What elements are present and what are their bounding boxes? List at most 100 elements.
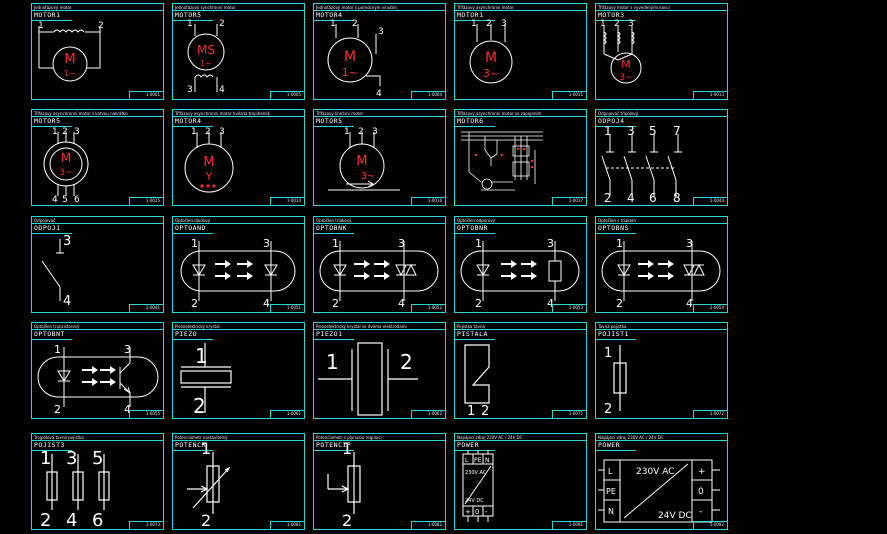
input-voltage-label: 230V AC xyxy=(636,467,674,477)
symbol-cell-16[interactable]: Optočlen tranzistorový OPTOBNT 1 2 3 xyxy=(31,322,164,419)
symbol-cell-7[interactable]: Třífázový asynchronní motor hvězda trojú… xyxy=(172,109,305,206)
terminal-6-label: 6 xyxy=(74,195,80,205)
phase-label: 1~ xyxy=(64,69,76,78)
code-box xyxy=(411,197,445,205)
name-rule xyxy=(455,450,495,451)
disconnector-symbol: 3 4 xyxy=(41,234,71,309)
cell-caption: Třífázový asynchronní motor xyxy=(457,5,514,10)
terminal-1-label: 1 xyxy=(475,237,482,250)
symbol-cell-18[interactable]: Piezoelektrický krystal se dvěma elektro… xyxy=(313,322,446,419)
power-supply-horizontal-symbol: L PE N 230V AC 24V DC + 0 - xyxy=(598,459,720,523)
terminal-1-label: 1 xyxy=(187,19,193,29)
symbol-cell-10[interactable]: Odpojovač třípólový ODPOJ4 1 3 5 7 2 4 6 xyxy=(595,109,728,206)
symbol-cell-21[interactable]: Trojpólová tavná pojistka POJIST3 1 3 5 … xyxy=(31,433,164,531)
symbol-cell-24[interactable]: Napájecí zdroj 230V AC / 24V DC POWER L … xyxy=(454,433,587,530)
cell-name: POTENCIP xyxy=(316,441,352,449)
symbol-cell-19[interactable]: Pojistka tavná PISTALA 1 2 1-0071 xyxy=(454,322,587,419)
motor-m-label: M xyxy=(356,154,367,169)
name-rule xyxy=(596,450,636,451)
cell-name: ODPOJ1 xyxy=(34,224,61,232)
terminal-1-label: 1 xyxy=(54,343,61,356)
symbol-cell-17[interactable]: Piezoelektrický krystal PIEZO 1 2 1-0061 xyxy=(172,322,305,419)
cell-name: MOTOR1 xyxy=(457,11,484,19)
symbol-cell-5[interactable]: Třífázový motor s vyvedenými konci MOTOR… xyxy=(595,3,728,100)
terminal-2-label: 2 xyxy=(191,297,198,310)
optocoupler-transistor-symbol: 1 2 3 4 xyxy=(37,343,159,416)
cell-caption: Jednofázový motor s pomocným vinutím xyxy=(316,5,397,10)
cell-caption: Napájecí zdroj 230V AC / 24V DC xyxy=(457,435,523,440)
motor-m-label: M xyxy=(64,52,75,67)
terminal-3-label: 3 xyxy=(66,448,77,469)
terminal-3-label: 3 xyxy=(63,234,71,249)
cell-name: PIEZO1 xyxy=(316,330,343,338)
symbol-cell-15[interactable]: Optočlen s triakem OPTOBNS 1 2 3 4 1 xyxy=(595,216,728,313)
caption-rule xyxy=(173,223,304,224)
code-box xyxy=(411,410,445,418)
terminal-2-label: 2 xyxy=(604,402,612,417)
cell-name: MOTOR5 xyxy=(175,11,202,19)
cell-name: MOTOR4 xyxy=(316,11,343,19)
terminal-3-label: 3 xyxy=(628,19,634,29)
symbol-cell-13[interactable]: Optočlen triakový OPTOBNK 1 2 3 4 1- xyxy=(313,216,446,313)
symbol-cell-1[interactable]: Jednofázový motor MOTOR1 1 2 M 1~ 1-0001 xyxy=(31,3,164,100)
cell-caption: Jednofázový motor xyxy=(34,5,72,10)
name-rule xyxy=(32,450,72,451)
cell-caption: Třífázový asynchronní motor s kotvou nak… xyxy=(34,111,128,116)
caption-rule xyxy=(314,116,445,117)
terminal-2-label: 2 xyxy=(201,511,211,530)
symbol-cell-22[interactable]: Potenciometr nastavitelný POTENCR 1 2 1-… xyxy=(172,433,305,530)
symbol-cell-20[interactable]: Tavná pojistka POJIST1 1 2 1-0072 xyxy=(595,322,728,419)
symbol-cell-25[interactable]: Napájecí zdroj 230V AC / 24V DC POWER L … xyxy=(595,433,728,530)
cell-code: 1-0051 xyxy=(286,305,301,310)
terminal-2-label: 2 xyxy=(54,403,61,416)
terminal-2-label: 2 xyxy=(332,297,339,310)
terminal-1-label: 1 xyxy=(342,439,352,458)
name-rule xyxy=(173,450,213,451)
terminal-1-label: 1 xyxy=(195,344,208,368)
terminal-n-label: N xyxy=(485,457,490,464)
caption-rule xyxy=(314,329,445,330)
cell-caption: Optočlen odporový xyxy=(457,218,495,223)
cell-caption: Odpojovač xyxy=(34,218,56,223)
cell-name: MOTOR5 xyxy=(34,117,61,125)
terminal-3-label: 3 xyxy=(372,127,378,137)
symbol-cell-8[interactable]: Třífázový lineární motor MOTOR5 1 2 3 M … xyxy=(313,109,446,206)
terminal-4-label: 4 xyxy=(547,297,554,310)
terminal-1-label: 1 xyxy=(191,237,198,250)
terminal-1-label: 1 xyxy=(326,350,339,374)
caption-rule xyxy=(455,329,586,330)
cell-name: MOTOR4 xyxy=(175,117,202,125)
terminal-6-label: 6 xyxy=(92,510,103,531)
potentiometer-symbol: 1 2 xyxy=(327,439,361,530)
terminal-1-label: 1 xyxy=(604,346,612,361)
symbol-cell-3[interactable]: Jednofázový motor s pomocným vinutím MOT… xyxy=(313,3,446,100)
cell-code: 1-0011 xyxy=(568,92,583,97)
symbol-cell-11[interactable]: Odpojovač ODPOJ1 3 4 1-0041 xyxy=(31,216,164,313)
symbol-cell-9[interactable]: Třífázový asynchronní motor se zapojením… xyxy=(454,109,587,206)
cell-code: 1-0013 xyxy=(709,92,724,97)
symbol-cell-12[interactable]: Optočlen diodový OPTOAND 1 2 3 4 1-0051 xyxy=(172,216,305,313)
symbol-cell-4[interactable]: Třífázový asynchronní motor MOTOR1 1 2 3… xyxy=(454,3,587,100)
output-voltage-label: 24V DC xyxy=(465,498,484,504)
terminal-pe-label: PE xyxy=(474,457,482,464)
terminal-1-label: 1 xyxy=(40,448,51,469)
terminal-4-label: 4 xyxy=(63,294,71,309)
cell-name: OPTOBNT xyxy=(34,330,65,338)
cell-code: 1-0044 xyxy=(709,198,724,203)
code-box xyxy=(270,304,304,312)
symbol-cell-6[interactable]: Třífázový asynchronní motor s kotvou nak… xyxy=(31,109,164,206)
name-rule xyxy=(314,233,354,234)
cell-caption: Optočlen triakový xyxy=(316,218,352,223)
cell-caption: Napájecí zdroj 230V AC / 24V DC xyxy=(598,435,664,440)
phase-label: 3~ xyxy=(619,73,632,83)
terminal-2-label: 2 xyxy=(616,297,623,310)
cell-caption: Jednofázový synchronní motor xyxy=(175,5,236,10)
symbol-cell-14[interactable]: Optočlen odporový OPTOBNR 1 2 3 4 1-0053 xyxy=(454,216,587,313)
symbol-cell-2[interactable]: Jednofázový synchronní motor MOTOR5 1 2 … xyxy=(172,3,305,100)
caption-rule xyxy=(596,116,727,117)
cell-code: 1-0014 xyxy=(286,198,301,203)
terminal-2-label: 2 xyxy=(219,19,225,29)
cell-code: 1-0041 xyxy=(145,305,160,310)
code-box xyxy=(693,91,727,99)
symbol-cell-23[interactable]: Potenciometr s plynulou regulací POTENCI… xyxy=(313,433,446,530)
